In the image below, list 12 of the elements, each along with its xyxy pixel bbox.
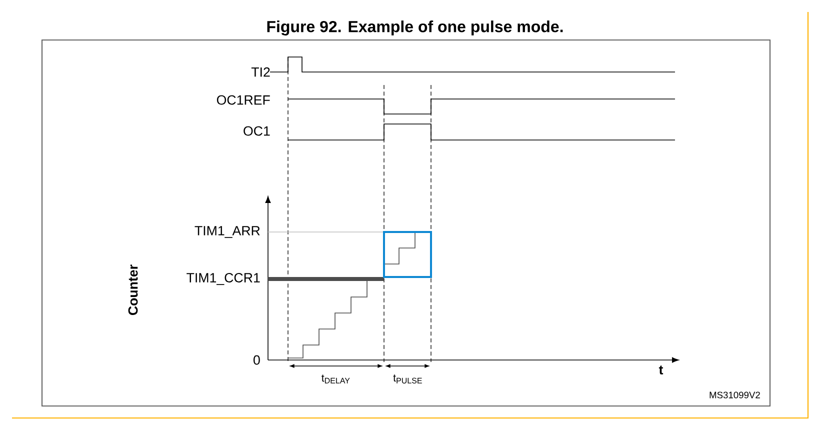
axis-tick-label: TIM1_ARR [194,226,260,238]
axis-title: t [658,366,664,374]
axis-tick-label: TIM1_CCR1 [186,273,260,285]
signal-label: OC1REF [216,95,270,105]
dimension-label: t$_{DELAY}$ [322,374,350,384]
axis-tick-label: 0 [254,355,260,365]
figure-code: MS31099V2 [710,392,760,398]
signal-label: TI2 [251,67,270,77]
signal-label: OC1 [244,126,270,136]
axis-title: Counter [128,264,138,316]
title: Figure 92. Example of one pulse mode. [267,20,563,36]
dimension-label: t$_{PULSE}$ [393,374,422,384]
